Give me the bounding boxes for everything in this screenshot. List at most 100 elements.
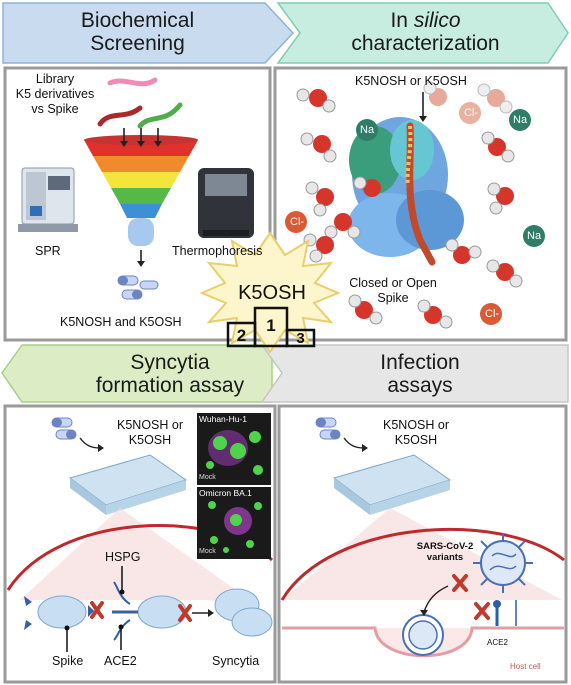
water-molecule (487, 182, 514, 215)
spike-cell (37, 595, 87, 629)
virus-in-endosome (402, 614, 444, 656)
library-label-line3: vs Spike (31, 102, 79, 116)
k5-derivative-strand-red (97, 105, 143, 127)
cl-ion (480, 303, 502, 325)
na-ion-label: Na (360, 124, 375, 136)
water-molecule (300, 132, 337, 163)
syncytia-title-line2: formation assay (95, 374, 245, 397)
library-label: Library K5 derivatives vs Spike (10, 72, 100, 117)
podium-rank-2: 2 (236, 326, 247, 345)
virus-variants-label: SARS-CoV-2 variants (415, 541, 475, 563)
header-banner-biochemical (2, 2, 295, 64)
insilico-title-in: In (390, 9, 408, 32)
water-molecule (305, 181, 334, 217)
water-molecule (477, 83, 513, 114)
water-molecule (296, 88, 336, 113)
na-ion (523, 225, 545, 247)
water-molecule (481, 131, 515, 163)
host-cell-membrane (280, 527, 565, 601)
spike-state-label: Closed or Open Spike (348, 276, 438, 306)
microscopy-omicron (197, 487, 271, 559)
podium-rank-3: 3 (296, 330, 305, 347)
compound-label-syncytia: K5NOSH or K5OSH (110, 418, 190, 448)
k5-derivative-strand-pink (107, 77, 158, 87)
water-molecule (445, 238, 482, 264)
inhibition-x-marks (90, 601, 192, 622)
podium-icon (226, 306, 316, 348)
water-molecule (324, 213, 361, 239)
thermophoresis-label: Thermophoresis (172, 244, 263, 258)
spike-state-line1: Closed or Open (349, 276, 437, 290)
well-plate (68, 454, 188, 515)
spr-instrument (18, 167, 78, 232)
spike-state-line2: Spike (377, 291, 409, 305)
spike-protein-model (348, 117, 464, 266)
water-molecule (353, 176, 381, 197)
syncytia-title: Syncytia formation assay (70, 351, 270, 397)
water-molecule (303, 233, 334, 263)
spr-label: SPR (35, 244, 61, 258)
zoom-cone (20, 508, 250, 600)
infection-title-line2: assays (387, 374, 453, 397)
cl-ion (459, 102, 481, 124)
ace2-cell (137, 595, 187, 629)
virus-variants-line2: variants (426, 552, 464, 563)
spike-proteins (24, 596, 94, 630)
water-molecule (423, 81, 447, 106)
syncytia-title-line1: Syncytia (130, 351, 210, 374)
infection-x-marks (452, 574, 490, 620)
pills-syncytia (51, 417, 77, 440)
insilico-title-silico: silico (413, 9, 461, 32)
compound-label-infection-line1: K5NOSH or (383, 418, 449, 432)
compound-label-syncytia-line2: K5OSH (128, 433, 172, 447)
biochemical-title-line2: Screening (90, 32, 185, 55)
na-ion (509, 109, 531, 131)
na-ion-label: Na (527, 230, 542, 242)
library-label-line2: K5 derivatives (15, 87, 95, 101)
biochemical-result-label: K5NOSH and K5OSH (60, 315, 182, 329)
k5-derivative-strand-green (137, 102, 183, 129)
micro-top-mock: Mock (199, 474, 216, 481)
compound-label-insilico: K5NOSH or K5OSH (355, 74, 467, 88)
compound-label-infection-line2: K5OSH (394, 433, 438, 447)
micro-bottom-label: Omicron BA.1 (199, 488, 252, 498)
biochemical-title: Biochemical Screening (10, 9, 265, 55)
insilico-title: In silico characterization (298, 9, 553, 55)
ace2-label-infection: ACE2 (487, 638, 508, 647)
header-banner-infection (260, 344, 569, 403)
biochemical-title-line1: Biochemical (80, 9, 195, 32)
cl-ion-label: Cl- (485, 308, 500, 320)
pills-infection (315, 417, 341, 440)
well-plate-infection (332, 454, 452, 515)
water-molecule (417, 299, 453, 329)
syncytia-label: Syncytia (212, 654, 260, 668)
cl-ion-label: Cl- (464, 107, 479, 119)
pills-biochemical (117, 275, 159, 300)
podium-rank-1: 1 (266, 316, 276, 335)
water-molecules (296, 81, 523, 329)
ions (285, 102, 545, 325)
water-molecule (348, 294, 383, 325)
cl-ion-label: Cl- (290, 216, 305, 228)
compound-label-infection: K5NOSH or K5OSH (376, 418, 456, 448)
compound-label-syncytia-line1: K5NOSH or (117, 418, 183, 432)
spike-label: Spike (52, 654, 84, 668)
virus-particle (473, 533, 533, 593)
micro-bottom-mock: Mock (199, 548, 216, 555)
na-ion (356, 119, 378, 141)
na-ion-label: Na (513, 114, 528, 126)
infection-title: Infection assays (330, 351, 510, 397)
microscopy-wuhan (197, 413, 271, 485)
insilico-title-line2: characterization (351, 32, 500, 55)
micro-top-label: Wuhan-Hu-1 (199, 414, 248, 424)
winner-compound-label: K5OSH (238, 282, 306, 304)
water-molecule (486, 259, 523, 288)
host-cell-label: Host cell (510, 662, 541, 671)
ace2-label-syncytia: ACE2 (104, 654, 137, 668)
funnel-input-arrows (123, 128, 159, 143)
virus-variants-line1: SARS-CoV-2 (416, 541, 474, 552)
library-label-line1: Library (35, 72, 75, 86)
ranking-star-burst (199, 231, 341, 354)
thermophoresis-instrument (198, 168, 254, 238)
